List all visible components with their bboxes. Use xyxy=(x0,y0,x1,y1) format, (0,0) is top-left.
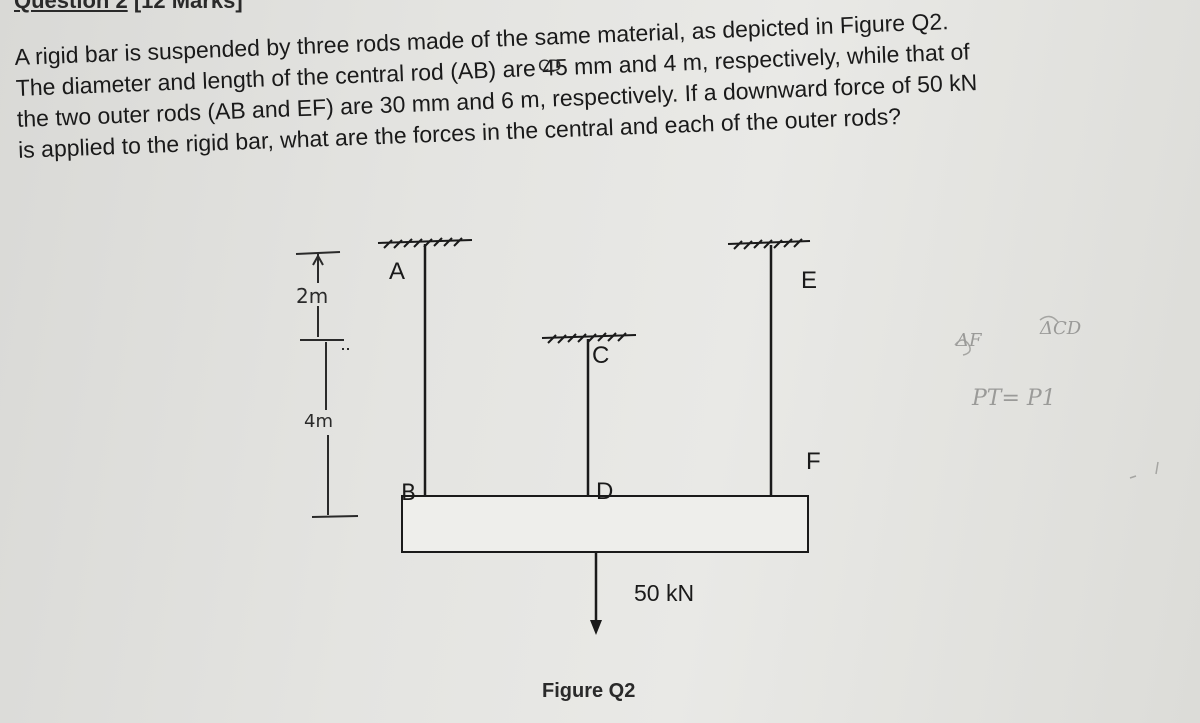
dimension-2m xyxy=(295,251,344,341)
label-b: B xyxy=(401,481,417,506)
label-f: F xyxy=(806,448,821,475)
pencil-note-3: PT= P1 xyxy=(972,386,1056,411)
pencil-note-2: ΔCD xyxy=(1040,318,1082,339)
handwritten-correction: CD xyxy=(538,56,562,75)
support-e-hatching xyxy=(727,238,811,250)
pencil-scribbles xyxy=(954,315,1159,479)
load-arrow-head xyxy=(590,620,602,635)
rigid-bar xyxy=(401,495,809,553)
label-c: C xyxy=(592,342,610,369)
question-header: Question 2 [12 Marks] xyxy=(14,0,243,14)
label-e: E xyxy=(801,267,818,294)
question-marks: [12 Marks] xyxy=(133,0,243,13)
label-a: A xyxy=(389,258,406,285)
label-d: D xyxy=(596,478,614,505)
dimension-4m xyxy=(311,342,359,518)
dimension-label-4m: 4m xyxy=(304,411,333,432)
load-label: 50 kN xyxy=(634,580,695,606)
pencil-note-1: ΔF xyxy=(956,330,982,351)
question-number: Question 2 xyxy=(14,0,128,13)
dimension-label-2m: 2m xyxy=(296,284,329,308)
support-c-hatching xyxy=(541,332,637,344)
figure-caption: Figure Q2 xyxy=(542,680,636,702)
